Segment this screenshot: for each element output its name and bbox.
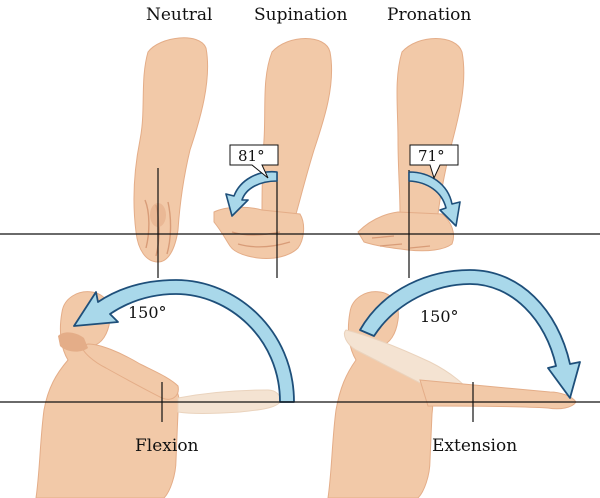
extension-motion-arrow: [359, 269, 581, 399]
supination-rotation-arrow: [225, 171, 278, 217]
pronation-angle-callout: 71°: [409, 144, 459, 180]
neutral-arm-figure: [133, 37, 209, 263]
flexion-angle-label: 150°: [128, 303, 167, 322]
supination-angle-label: 81°: [238, 147, 265, 165]
pronation-title: Pronation: [387, 5, 471, 25]
pronation-rotation-arrow: [408, 171, 461, 227]
flexion-title: Flexion: [135, 436, 199, 456]
extension-angle-label: 150°: [420, 307, 459, 326]
extension-title: Extension: [432, 436, 517, 456]
supination-title: Supination: [254, 5, 348, 25]
pronation-arm-figure: [357, 38, 465, 252]
pronation-angle-label: 71°: [418, 147, 445, 165]
flexion-body-figure: [35, 291, 281, 498]
supination-arm-figure: [213, 38, 333, 259]
neutral-title: Neutral: [146, 5, 212, 25]
supination-angle-callout: 81°: [229, 144, 279, 179]
flexion-motion-arrow: [73, 279, 295, 403]
